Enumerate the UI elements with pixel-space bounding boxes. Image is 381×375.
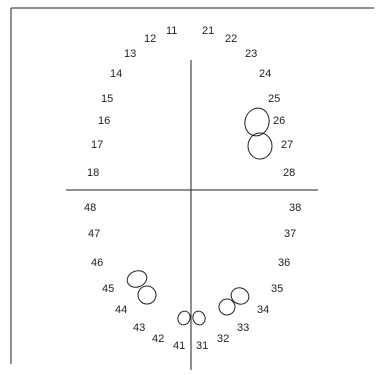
tooth-marker-33	[219, 299, 235, 315]
tooth-label: 38	[289, 202, 301, 214]
tooth-label: 41	[173, 340, 185, 352]
tooth-label: 33	[237, 322, 249, 334]
tooth-marker-45	[125, 268, 149, 290]
tooth-label: 23	[245, 48, 257, 60]
tooth-label: 15	[101, 93, 113, 105]
tooth-label: 27	[281, 139, 293, 151]
tooth-label: 16	[98, 115, 110, 127]
tooth-label: 32	[217, 333, 229, 345]
tooth-label: 28	[283, 167, 295, 179]
tooth-label: 24	[259, 68, 271, 80]
tooth-label: 21	[202, 25, 214, 37]
tooth-marker-27	[248, 133, 272, 159]
tooth-label: 46	[91, 257, 103, 269]
tooth-label: 11	[166, 25, 177, 37]
tooth-label: 13	[124, 48, 136, 60]
tooth-label: 22	[225, 33, 237, 45]
tooth-label: 31	[196, 340, 208, 352]
tooth-label: 12	[144, 33, 156, 45]
tooth-label: 44	[115, 304, 127, 316]
tooth-marker-44	[138, 286, 156, 304]
tooth-label: 43	[133, 322, 145, 334]
tooth-label: 35	[271, 283, 283, 295]
tooth-label: 42	[152, 333, 164, 345]
tooth-label: 36	[278, 257, 290, 269]
tooth-label: 37	[284, 228, 296, 240]
tooth-label: 26	[273, 115, 285, 127]
tooth-label: 17	[91, 139, 103, 151]
tooth-marker-34	[228, 285, 251, 307]
tooth-label: 25	[268, 93, 280, 105]
tooth-markers-group	[125, 105, 272, 326]
tooth-label: 45	[102, 283, 114, 295]
tooth-label: 47	[88, 228, 100, 240]
tooth-label: 34	[257, 304, 269, 316]
tooth-label: 14	[110, 68, 122, 80]
tooth-marker-31	[191, 309, 207, 326]
tooth-marker-41	[176, 309, 192, 326]
tooth-label: 48	[84, 202, 96, 214]
tooth-label: 18	[87, 167, 99, 179]
